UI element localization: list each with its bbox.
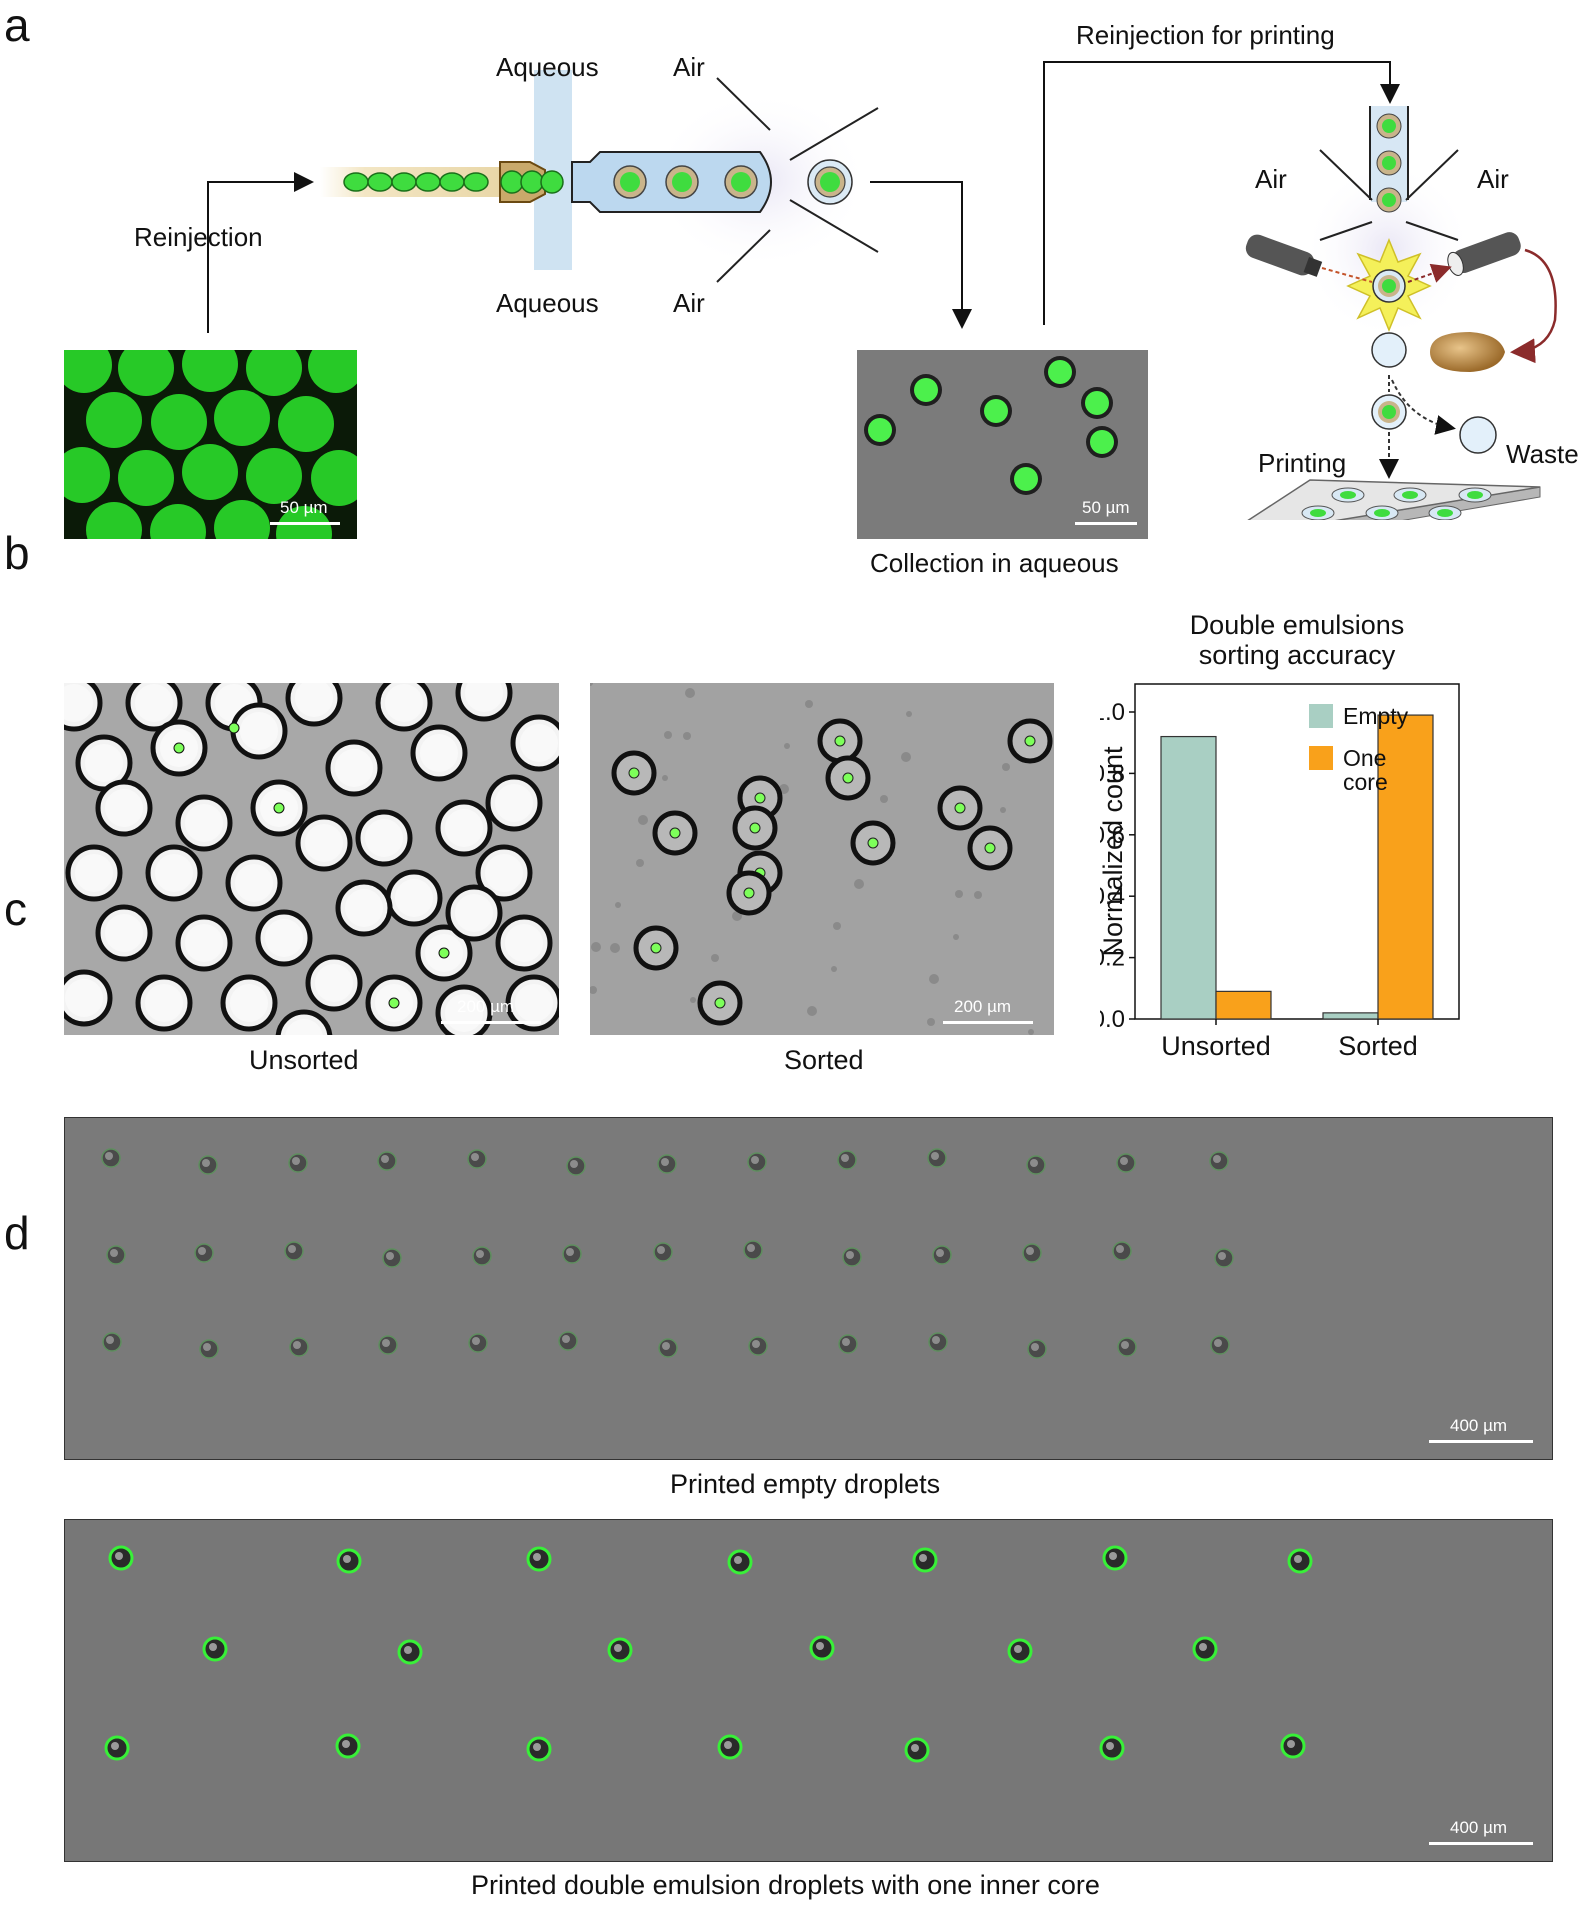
y-axis-label: Normalized count: [1100, 746, 1128, 957]
x-tick-label: Sorted: [1338, 1031, 1418, 1061]
panel-letter-c: c: [4, 883, 27, 935]
y-tick-label: 0.2: [1100, 945, 1125, 972]
bar-sorted-empty: [1322, 1012, 1379, 1020]
fluorescence-image: 50 µm: [64, 350, 357, 539]
label-air-right: Air: [1477, 164, 1509, 194]
y-tick-label: 0.6: [1100, 822, 1125, 849]
panel-letter-b: b: [4, 527, 30, 579]
label-air-left: Air: [1255, 164, 1287, 194]
legend-label-1-0: One: [1343, 745, 1386, 771]
label-aqueous-bottom: Aqueous: [496, 288, 599, 318]
sorter-air-lines: [1319, 149, 1459, 241]
y-tick-label: 1.0: [1100, 699, 1125, 726]
label-air-bottom: Air: [673, 288, 705, 318]
reinjection-arrow: [207, 172, 314, 333]
sorted-image: 200 µm: [590, 683, 1054, 1035]
bar-sorted-one-core: [1377, 714, 1434, 1020]
laser-beam: [1321, 267, 1373, 283]
panel-a-diagram: [207, 61, 1557, 520]
unsorted-image: 200 µm: [64, 683, 559, 1035]
detector-signal: [1407, 263, 1452, 283]
y-tick-label: 0.0: [1100, 1006, 1125, 1033]
scale-bar-a-right: 50 µm: [1082, 498, 1130, 517]
collection-image: 50 µm: [857, 350, 1148, 539]
electrode-bulb: [1430, 332, 1505, 372]
scale-bar-c: 400 µm: [1450, 1416, 1508, 1435]
channel-droplets: [613, 159, 853, 205]
feedback-arrow: [1510, 248, 1557, 364]
caption-printed-empty: Printed empty droplets: [670, 1469, 941, 1499]
chart-title-line-0: Double emulsions: [1190, 610, 1405, 640]
label-reinjection-printing: Reinjection for printing: [1076, 20, 1335, 50]
label-aqueous-top: Aqueous: [496, 52, 599, 82]
y-tick-label: 0.8: [1100, 760, 1125, 787]
legend-label-1-1: core: [1343, 769, 1388, 795]
panel-letter-a: a: [4, 0, 30, 51]
chart-title-line-1: sorting accuracy: [1199, 640, 1396, 670]
bar-unsorted-one-core: [1215, 990, 1272, 1020]
x-tick-label: Unsorted: [1161, 1031, 1271, 1061]
scale-bar-a-left: 50 µm: [280, 498, 328, 517]
sorter-channel-walls: [1369, 106, 1409, 200]
label-reinjection: Reinjection: [134, 222, 263, 252]
label-waste: Waste: [1506, 439, 1579, 469]
caption-sorted: Sorted: [784, 1045, 864, 1075]
caption-printed-core: Printed double emulsion droplets with on…: [471, 1870, 1100, 1900]
collection-arrow: [870, 181, 972, 329]
scale-bar-b-right: 200 µm: [954, 997, 1012, 1016]
legend-swatch-0: [1309, 704, 1333, 728]
printed-empty-image: 400 µm: [64, 1117, 1553, 1460]
waste-droplet: [1459, 416, 1497, 454]
legend-label-0-0: Empty: [1343, 703, 1409, 729]
label-printing: Printing: [1258, 448, 1347, 478]
laser-source: [1245, 234, 1323, 277]
plate-droplets: [1301, 487, 1492, 520]
chart-axes: [1134, 683, 1460, 1020]
waste-arrow: [1391, 379, 1456, 435]
label-air-top: Air: [673, 52, 705, 82]
legend-swatch-1: [1309, 746, 1333, 770]
reinjection-printing-arrow: [1043, 61, 1400, 325]
printed-core-image: 400 µm: [64, 1519, 1553, 1862]
bar-unsorted-empty: [1160, 735, 1217, 1020]
y-tick-label: 0.4: [1100, 883, 1125, 910]
tube-droplets: [343, 170, 564, 194]
scale-bar-b-left: 200 µm: [457, 997, 515, 1016]
sorted-droplet: [1371, 332, 1407, 368]
label-collection: Collection in aqueous: [870, 548, 1119, 578]
scale-bar-d: 400 µm: [1450, 1818, 1508, 1837]
panel-letter-d: d: [4, 1207, 30, 1259]
sorter-droplets: [1376, 113, 1402, 213]
air-channel-lines: [716, 77, 879, 283]
caption-unsorted: Unsorted: [249, 1045, 359, 1075]
